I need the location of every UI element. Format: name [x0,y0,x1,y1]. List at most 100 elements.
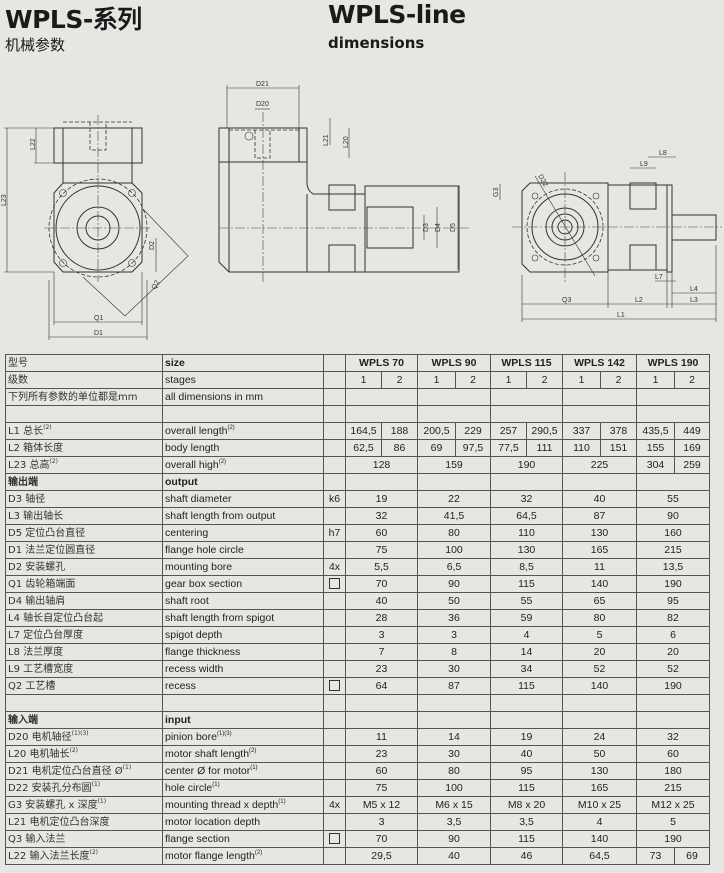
table-row: G3 安装螺孔 x 深度(1)mounting thread x depth(1… [5,796,710,814]
param-cn: D1 法兰定位圆直径 [5,541,163,559]
param-cn-text: Q3 输入法兰 [8,833,66,845]
value-cell: 7 [345,643,418,661]
label-L20: L20 [343,136,350,148]
label-L3: L3 [690,297,698,304]
value-cell-text: 50 [448,594,460,607]
value-cell-text: 6,5 [446,560,462,573]
value-cell: 110 [562,439,601,457]
value-cell-text: 225 [590,458,609,471]
value-cell: 155 [636,439,675,457]
value-cell-text: 60 [375,764,388,777]
value-cell-text: 100 [445,543,463,556]
label-D1: D1 [94,330,103,337]
value-cell: 3,5 [417,813,491,831]
value-cell-text: 62,5 [353,441,374,454]
value-cell-text: 36 [448,611,460,624]
model-header: WPLS 90 [417,354,491,372]
value-cell: 32 [636,728,710,746]
tolerance: h7 [323,524,346,542]
empty-cell [417,694,491,712]
value-cell-text: 23 [375,662,388,675]
value-cell-text: 73 [649,849,662,862]
value-cell: 225 [562,456,637,474]
stage-cell: 2 [526,371,563,389]
param-cn-text: L7 定位凸台厚度 [8,629,84,641]
param-en: flange section [162,830,324,848]
empty-cell [490,405,563,423]
param-en-text: flange hole circle [165,543,244,556]
value-cell-text: 3 [378,815,385,828]
value-cell-text: 40 [520,747,533,760]
tolerance [323,711,346,729]
param-cn: 下列所有参数的单位都是mm [5,388,163,406]
stages-en: stages [162,371,324,389]
param-cn: L8 法兰厚度 [5,643,163,661]
label-Q3: Q3 [562,297,571,304]
value-cell-text: M10 x 25 [577,798,622,811]
value-cell: 11 [345,728,418,746]
param-en-text: mounting bore [165,560,233,573]
param-en-text: pinion bore [165,730,217,743]
empty-cell [562,473,637,491]
value-cell: 3,5 [490,813,563,831]
value-cell-text: 155 [646,441,665,454]
value-cell-text: 34 [520,662,533,675]
table-row [5,694,710,712]
header-en: size [162,354,324,372]
value-cell: 110 [490,524,563,542]
param-cn: D22 安装孔分布圆(1) [5,779,163,797]
value-cell: 8,5 [490,558,563,576]
footnote-ref: (1)(3) [71,729,89,737]
value-cell-text: 80 [448,764,460,777]
model-header-text: WPLS 90 [431,356,477,369]
empty-cell [636,694,710,712]
value-cell-text: 60 [667,747,679,760]
value-cell-text: 151 [609,441,628,454]
value-cell-text: 64,5 [516,509,537,522]
param-cn: L9 工艺槽宽度 [5,660,163,678]
param-en-text: motor flange length [165,849,255,862]
value-cell: 36 [417,609,491,627]
param-en: shaft root [162,592,324,610]
value-cell: 130 [562,524,637,542]
param-cn: 输入端 [5,711,163,729]
param-cn-text: L2 箱体长度 [8,442,64,454]
table-row [5,405,710,423]
header-cn: 型号 [5,354,163,372]
value-cell-text: 86 [393,441,406,454]
value-cell-text: 87 [593,509,606,522]
tolerance [323,405,346,423]
header-tol [323,354,346,372]
value-cell: 190 [636,677,710,695]
value-cell-text: 24 [593,730,606,743]
value-cell: 97,5 [455,439,491,457]
value-cell: M8 x 20 [490,796,563,814]
value-cell-text: 41,5 [443,509,465,522]
value-cell: 159 [417,456,491,474]
footnote-ref: (1) [250,764,258,771]
value-cell-text: 14 [448,730,460,743]
param-en-text: all dimensions in mm [165,390,264,403]
param-cn-text: L20 电机轴长 [8,748,70,760]
empty-cell [636,405,710,423]
value-cell-text: 140 [590,577,609,590]
param-en: spigot depth [162,626,324,644]
param-cn: L3 输出轴长 [5,507,163,525]
label-L1: L1 [617,312,625,319]
empty-cell [345,694,418,712]
tolerance [323,728,346,746]
param-en: mounting bore [162,558,324,576]
empty-cell [636,388,710,406]
value-cell-text: 90 [448,832,460,845]
front-view-drawing: L23 L22 D2 Q2 Q1 D1 [1,115,189,340]
stage-cell-text: 2 [470,373,476,386]
value-cell: 215 [636,779,710,797]
param-en-text: shaft diameter [165,492,232,505]
